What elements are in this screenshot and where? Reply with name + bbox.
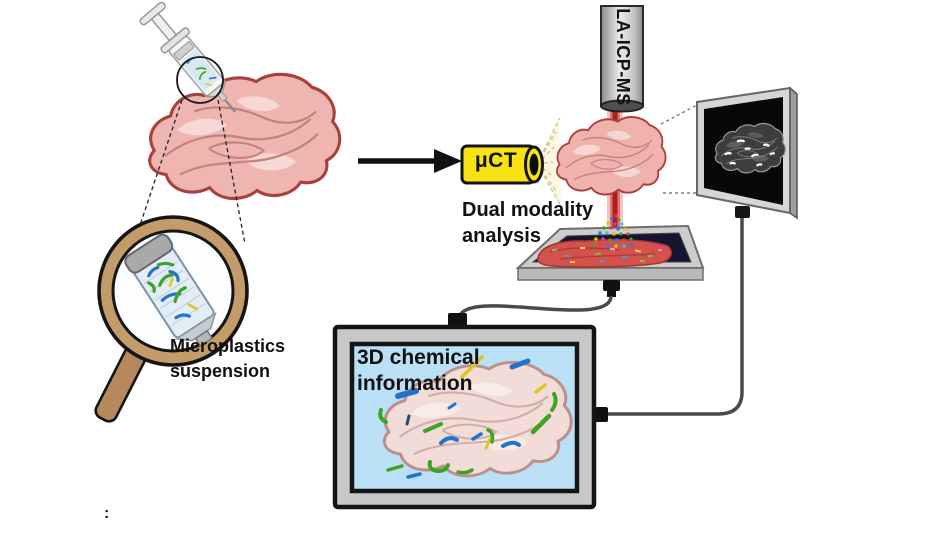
ablation-plume	[591, 214, 634, 248]
uct-source	[460, 116, 562, 208]
ct-monitor	[696, 86, 798, 220]
cable-stage-to-result	[457, 295, 613, 318]
microplastics-vial-icon	[124, 233, 217, 348]
ct-monitor-connector	[735, 206, 750, 218]
magnifier-icon	[94, 215, 249, 423]
zoom-link-line	[134, 99, 183, 241]
chemical-info-label: 3D chemical information	[357, 346, 480, 395]
zoom-link-line	[217, 99, 246, 245]
microplastics-suspension-label: Microplastics suspension	[170, 336, 286, 381]
uct-label: μCT	[474, 149, 518, 172]
result-monitor	[332, 313, 608, 510]
microplastic-particles	[378, 355, 558, 479]
sample-stage	[515, 224, 705, 297]
tissue-sample-analysis	[556, 117, 666, 195]
stage-sample-map	[537, 238, 673, 268]
projection-line	[660, 103, 700, 125]
result-monitor-top-connector	[448, 313, 467, 328]
caption-marker: :	[104, 505, 110, 522]
syringe-icon	[139, 1, 237, 113]
la-icp-ms-column	[600, 5, 644, 113]
syringe-zoom-circle	[176, 56, 224, 104]
dual-modality-label: Dual modality analysis	[462, 199, 594, 247]
flow-arrow	[358, 149, 462, 173]
uct-aperture-icon	[529, 153, 539, 176]
la-icp-ms-label: LA-ICP-MS	[613, 8, 633, 106]
tissue-sample	[149, 74, 340, 199]
cable-monitor-to-result	[604, 217, 744, 416]
